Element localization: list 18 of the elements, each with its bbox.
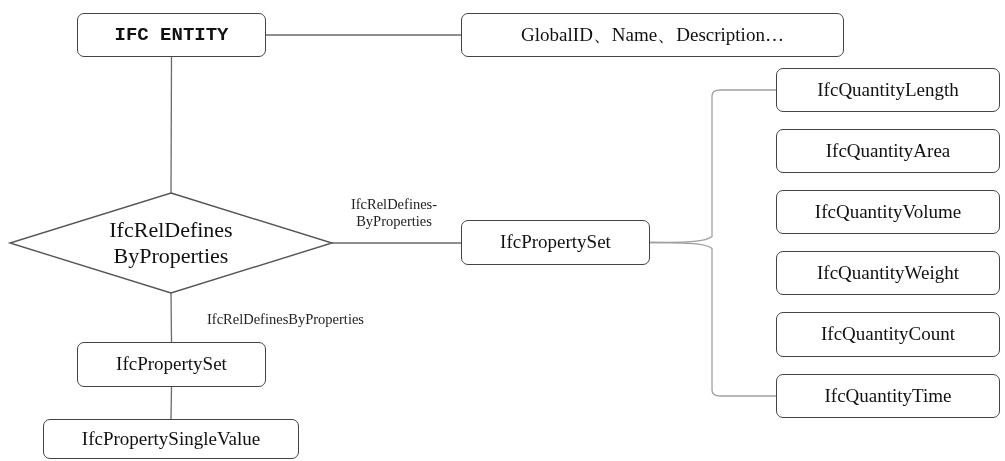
- connector-line: [265, 34, 462, 36]
- process-box: IfcQuantityWeight: [776, 251, 1000, 295]
- entity-box: IFC ENTITY: [77, 13, 266, 57]
- process-box: IfcPropertySet: [461, 220, 650, 265]
- connector-line: [170, 56, 173, 194]
- connector-line: [170, 292, 173, 343]
- connector-line: [331, 242, 462, 244]
- process-box: IfcPropertySingleValue: [43, 419, 299, 459]
- process-box: IfcQuantityArea: [776, 129, 1000, 173]
- diamond-label: IfcRelDefines ByProperties: [108, 216, 234, 270]
- process-box: GlobalID、Name、Description…: [461, 13, 844, 57]
- connector-line: [170, 386, 173, 420]
- process-box: IfcQuantityLength: [776, 68, 1000, 112]
- process-box: IfcPropertySet: [77, 342, 266, 387]
- process-box: IfcQuantityCount: [776, 312, 1000, 357]
- curly-brace-connector: [649, 241, 777, 397]
- process-box: IfcQuantityVolume: [776, 190, 1000, 234]
- process-box: IfcQuantityTime: [776, 374, 1000, 418]
